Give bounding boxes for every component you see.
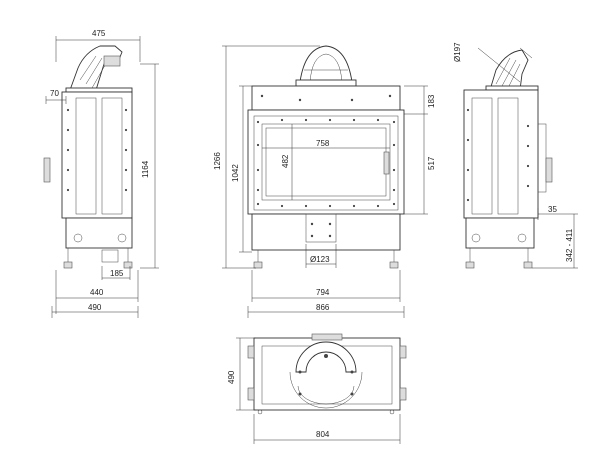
dim-right-offset: 35 bbox=[548, 205, 557, 214]
dim-front-body-width: 794 bbox=[316, 288, 330, 297]
left-side-view: 475 70 1164 185 440 490 bbox=[43, 29, 159, 318]
dim-front-window-height: 517 bbox=[427, 156, 436, 170]
dim-side-offset: 70 bbox=[50, 89, 59, 98]
plan-view: 490 804 bbox=[227, 333, 407, 444]
dim-front-flue-diameter: Ø123 bbox=[310, 255, 330, 264]
dim-front-total-width: 866 bbox=[316, 303, 330, 312]
dim-right-flue-diameter: Ø197 bbox=[453, 42, 462, 62]
dim-side-leg: 185 bbox=[110, 269, 124, 278]
front-view: 1266 1042 758 482 183 517 Ø123 794 bbox=[213, 45, 436, 318]
dim-front-glass-width: 758 bbox=[316, 139, 330, 148]
dim-plan-depth: 490 bbox=[227, 370, 236, 384]
dim-front-glass-height: 482 bbox=[281, 154, 290, 168]
dim-front-body-height: 1042 bbox=[231, 164, 240, 182]
dim-plan-width: 804 bbox=[316, 430, 330, 439]
dim-side-top-width: 475 bbox=[92, 29, 106, 38]
dim-right-range: 342 - 411 bbox=[565, 228, 574, 262]
dim-front-total-height: 1266 bbox=[213, 152, 222, 170]
dim-side-inner-width: 440 bbox=[90, 288, 104, 297]
right-side-view: Ø197 35 342 - 411 bbox=[453, 42, 578, 269]
dim-side-total-width: 490 bbox=[88, 303, 102, 312]
dim-side-height: 1164 bbox=[141, 160, 150, 178]
dim-front-top-offset: 183 bbox=[427, 94, 436, 108]
